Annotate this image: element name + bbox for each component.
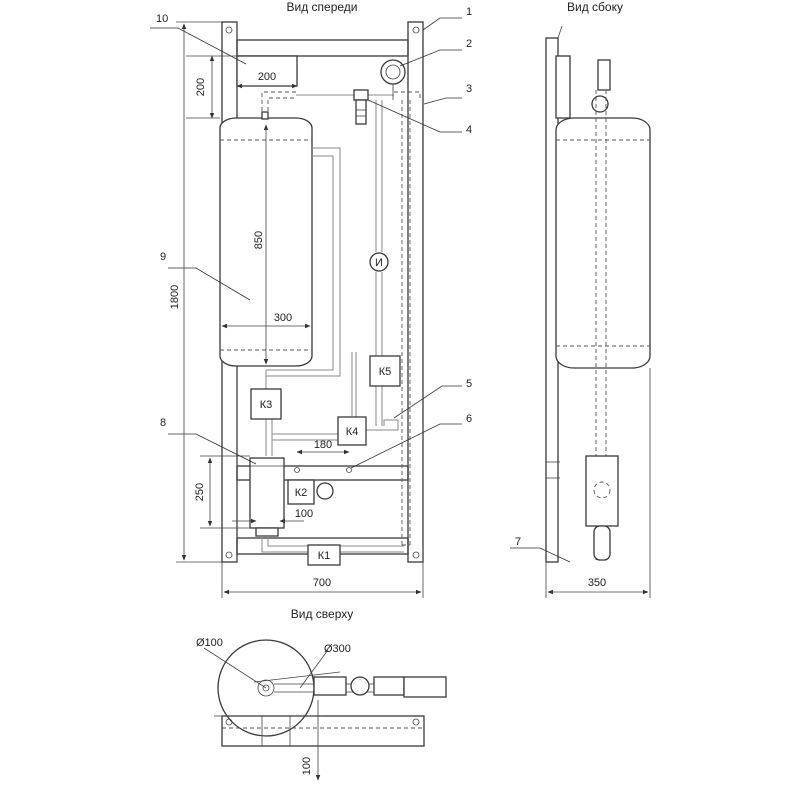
callout-9: 9 — [160, 251, 166, 263]
mounting-hole-bottom-left — [225, 551, 233, 559]
mounting-hole-bottom-right — [412, 551, 420, 559]
pump-motor — [316, 482, 334, 500]
top-component-a — [313, 676, 347, 696]
frame-post-right — [407, 21, 424, 563]
mounting-hole-top-right — [412, 26, 420, 34]
frame-top-crossbar — [236, 39, 409, 57]
side-tank — [555, 117, 651, 369]
gauge-indicator — [369, 252, 389, 272]
component-k4 — [337, 416, 367, 446]
dim-200-horizontal: 200 — [258, 71, 276, 83]
callout-3: 3 — [466, 83, 472, 95]
callout-10: 10 — [156, 13, 168, 25]
side-valve — [597, 59, 611, 91]
component-k4-label: К4 — [346, 426, 359, 438]
sensor-right — [346, 467, 352, 473]
callout-6: 6 — [466, 413, 472, 425]
component-k5-label: К5 — [379, 366, 392, 378]
front-dimensions: 200 200 850 300 1800 180 250 — [169, 21, 424, 598]
expansion-box — [236, 55, 298, 87]
gauge-label: И — [375, 257, 383, 269]
pump-base — [255, 527, 279, 537]
mounting-hole-top-left — [225, 26, 233, 34]
dim-700: 700 — [313, 577, 331, 589]
return-loop — [265, 147, 341, 390]
dim-300: 300 — [274, 312, 292, 324]
front-callouts: 1 2 3 4 5 6 8 9 10 — [150, 6, 472, 469]
frame — [221, 21, 424, 563]
front-view-title: Вид спереди — [286, 0, 357, 14]
pump — [249, 457, 404, 553]
top-pipework — [261, 91, 421, 118]
callout-4: 4 — [466, 124, 472, 136]
component-k5 — [369, 355, 401, 387]
filter — [353, 89, 369, 125]
pressure-device — [380, 59, 406, 100]
tank-outlet — [261, 111, 269, 120]
dim-250: 250 — [194, 483, 206, 501]
callout-2: 2 — [466, 38, 472, 50]
dim-dia300: Ø300 — [324, 643, 351, 655]
callout-7: 7 — [515, 536, 521, 548]
dim-1800: 1800 — [169, 285, 181, 309]
dim-200-vertical: 200 — [195, 78, 207, 96]
frame-lower-crossbar — [236, 465, 409, 481]
front-view: Вид спереди — [150, 0, 472, 598]
component-k2 — [287, 479, 315, 505]
top-component-d — [403, 676, 447, 698]
dim-100-front: 100 — [295, 508, 313, 520]
side-expansion-box — [555, 55, 571, 119]
side-pump — [585, 455, 619, 527]
component-k3 — [250, 388, 282, 420]
dim-850: 850 — [253, 231, 265, 249]
gauge-line: И — [369, 100, 389, 426]
callout-1: 1 — [466, 6, 472, 18]
component-k3-label: К3 — [260, 399, 273, 411]
side-view-title: Вид сбоку — [567, 0, 623, 14]
dim-100-top: 100 — [301, 757, 313, 775]
top-view-title: Вид сверху — [291, 607, 354, 621]
callout-5: 5 — [466, 378, 472, 390]
component-k2-label: К2 — [295, 487, 308, 499]
callout-8: 8 — [160, 417, 166, 429]
dim-180: 180 — [314, 439, 332, 451]
dim-350: 350 — [588, 577, 606, 589]
side-pump-base — [593, 525, 611, 561]
component-k1 — [307, 544, 341, 566]
side-view: Вид сбоку 350 7 — [510, 0, 651, 598]
top-outlet-circle — [257, 679, 275, 697]
sensor-left — [294, 467, 300, 473]
riser-pipe — [401, 100, 411, 546]
dim-dia100: Ø100 — [196, 637, 223, 649]
component-k1-label: К1 — [318, 550, 331, 562]
top-component-b — [350, 676, 370, 696]
top-component-c — [373, 676, 405, 696]
pump-body — [249, 457, 285, 529]
top-view: Вид сверху Ø100 Ø300 100 — [196, 607, 447, 781]
